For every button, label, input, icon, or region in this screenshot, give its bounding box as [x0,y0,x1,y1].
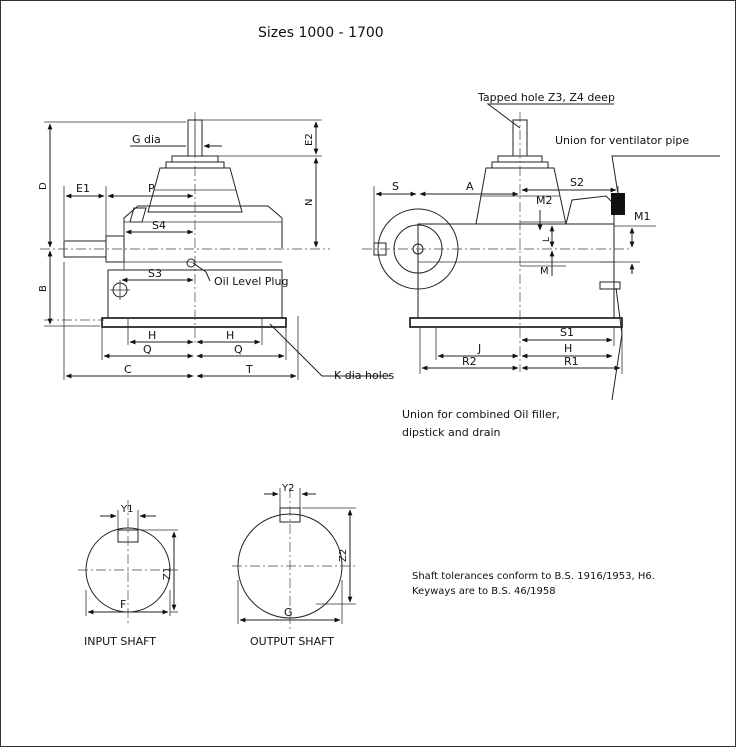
label-a: A [466,180,474,193]
label-z2: Z2 [338,549,349,562]
label-z1: Z1 [162,567,173,580]
label-y1: Y1 [120,504,133,515]
oil-filler-union [599,281,621,290]
label-m: M [540,266,549,277]
label-m2: M2 [536,194,553,207]
label-d: D [38,182,49,190]
label-b: B [38,285,49,292]
label-s: S [392,180,399,193]
right-base-plate [409,317,623,328]
note-keyways: Keyways are to B.S. 46/1958 [412,586,556,597]
left-base-plate [101,317,287,328]
input-shaft-section [78,500,180,624]
label-c: C [124,363,132,376]
label-t: T [245,363,253,376]
diagram-title: Sizes 1000 - 1700 [258,25,384,41]
label-oil-filler-2: dipstick and drain [402,426,501,439]
label-oil-filler-1: Union for combined Oil filler, [402,408,560,421]
label-l: L [542,237,552,242]
label-q-right: Q [234,343,243,356]
label-g-dia: G dia [132,133,161,146]
note-tolerances: Shaft tolerances conform to B.S. 1916/19… [412,571,655,582]
label-output-shaft: OUTPUT SHAFT [250,635,334,648]
label-j: J [477,342,481,355]
label-s3: S3 [148,267,162,280]
label-s1: S1 [560,326,574,339]
label-k-dia-holes: K dia holes [334,369,395,382]
label-n: N [304,199,315,206]
label-h-right-view: H [564,342,572,355]
label-e1: E1 [76,182,90,195]
label-m1: M1 [634,210,651,223]
left-view-dimensions [44,119,390,380]
label-e2: E2 [304,133,315,146]
label-h-right: H [226,329,234,342]
ventilator-union [611,193,625,215]
left-elevation-view [40,112,330,346]
label-s2: S2 [570,176,584,189]
output-shaft-section [232,488,356,630]
label-h-left: H [148,329,156,342]
label-y2: Y2 [281,483,294,494]
right-main-casing [417,223,615,319]
label-f: F [120,598,126,611]
label-r1: R1 [564,355,579,368]
label-s4: S4 [152,219,166,232]
right-elevation-view [362,112,630,372]
label-r2: R2 [462,355,477,368]
label-input-shaft: INPUT SHAFT [84,635,156,648]
label-ventilator-pipe: Union for ventilator pipe [555,134,689,147]
label-q-left: Q [143,343,152,356]
label-tapped-hole: Tapped hole Z3, Z4 deep [477,91,615,104]
label-p: P [148,182,155,195]
label-g: G [284,606,293,619]
label-oil-level-plug: Oil Level Plug [214,275,288,288]
right-view-dimensions [373,103,720,401]
